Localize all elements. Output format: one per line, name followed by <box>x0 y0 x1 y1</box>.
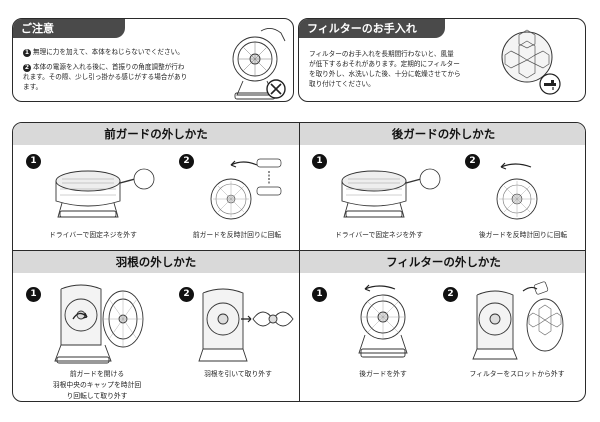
blade-step-1: 1 <box>26 287 41 302</box>
front-guard-step-2-caption: 前ガードを反時計回りに回転 <box>192 231 282 239</box>
rear-guard-step-1-caption: ドライバーで固定ネジを外す <box>335 231 423 239</box>
front-guard-rotate-illustration <box>210 158 282 220</box>
front-guard-title: 前ガードの外しかた <box>13 123 299 145</box>
caution-num-1: 1 <box>23 49 31 57</box>
instructions-frame: 前ガードの外しかた 後ガードの外しかた 羽根の外しかた フィルターの外しかた 1… <box>12 122 586 402</box>
rotation-arrow-icon <box>230 161 258 166</box>
rear-guard-rotate-illustration <box>496 162 538 220</box>
filter-illustration <box>501 29 553 83</box>
filter-remove-step-1: 1 <box>312 287 327 302</box>
filter-remove-step-2: 2 <box>443 287 458 302</box>
filter-remove-step-2-caption: フィルターをスロットから外す <box>469 370 565 378</box>
rear-guard-step-2: 2 <box>465 154 480 169</box>
blade-title: 羽根の外しかた <box>13 251 299 273</box>
rear-guard-title: 後ガードの外しかた <box>300 123 585 145</box>
front-guard-step-2: 2 <box>179 154 194 169</box>
blade-open-guard-illustration <box>54 284 144 364</box>
filter-remove-step-1-caption: 後ガードを外す <box>359 370 407 378</box>
blade-pull-illustration <box>198 288 294 362</box>
prohibited-icon <box>266 79 286 99</box>
caution-title: ご注意 <box>13 19 125 38</box>
filter-remove-title: フィルターの外しかた <box>300 251 585 273</box>
blade-step-2: 2 <box>179 287 194 302</box>
filter-slot-illustration <box>472 281 564 360</box>
filter-care-box: フィルターのお手入れ フィルターのお手入れを長期間行わないと、風量 が低下するお… <box>298 18 586 102</box>
fan-side-screwdriver-illustration-rear <box>341 168 441 218</box>
fan-twist-illustration <box>232 28 286 100</box>
rear-guard-off-illustration <box>358 284 408 358</box>
blade-step-1-caption: 前ガードを開ける 羽根中央のキャップを時計回 り回転して取り外す <box>52 370 142 400</box>
rear-guard-step-1: 1 <box>312 154 327 169</box>
blade-step-2-caption: 羽根を引いて取り外す <box>204 370 272 378</box>
front-guard-step-1: 1 <box>26 154 41 169</box>
filter-care-title: フィルターのお手入れ <box>299 19 445 38</box>
horizontal-divider <box>13 250 585 251</box>
filter-care-text: フィルターのお手入れを長期間行わないと、風量 が低下するおそれがあります。定期的… <box>309 50 461 88</box>
fan-side-screwdriver-illustration <box>55 168 155 218</box>
caution-num-2: 2 <box>23 64 31 72</box>
front-guard-step-1-caption: ドライバーで固定ネジを外す <box>49 231 137 239</box>
faucet-icon <box>539 73 561 95</box>
vertical-divider <box>299 123 300 401</box>
rear-guard-step-2-caption: 後ガードを反時計回りに回転 <box>478 231 568 239</box>
